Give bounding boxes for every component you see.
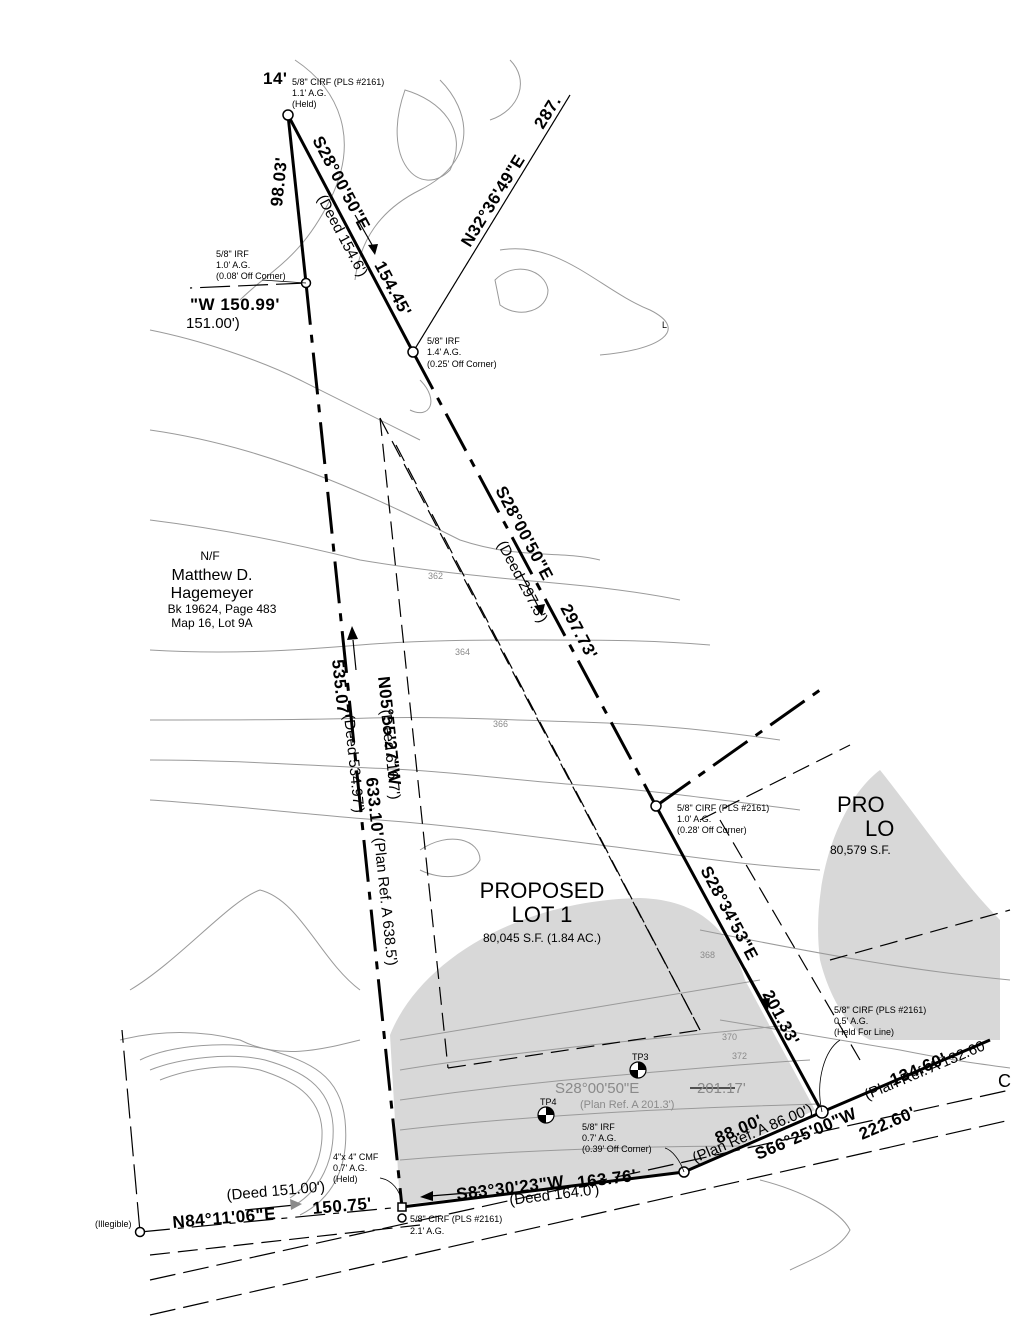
m7-line2: 0.7' A.G. xyxy=(333,1163,367,1173)
tp3-label: TP3 xyxy=(632,1052,649,1062)
abutter-nf: N/F xyxy=(200,549,219,563)
m5-line2: 0.5' A.G. xyxy=(834,1016,868,1026)
monument-icon xyxy=(407,346,419,358)
m5-line3: (Held For Line) xyxy=(834,1027,894,1037)
m8-line2: 2.1' A.G. xyxy=(410,1226,444,1236)
se3-plan: (Plan Ref. A 132.60 xyxy=(862,1038,988,1104)
contour-label-366: 366 xyxy=(493,719,508,729)
monument-labels: 5/8" CIRF (PLS #2161) 1.1' A.G. (Held) 5… xyxy=(95,77,926,1236)
c-mark: C xyxy=(998,1071,1011,1091)
lot2-title2: LO xyxy=(865,816,894,841)
nw-dist: 154.45' xyxy=(370,258,415,319)
m6-line3: (0.39' Off Corner) xyxy=(582,1144,652,1154)
m1-line2: 1.1' A.G. xyxy=(292,88,326,98)
monument-icon xyxy=(650,800,662,812)
contour-label-362: 362 xyxy=(428,571,443,581)
lot1-area: 80,045 S.F. (1.84 AC.) xyxy=(483,931,601,945)
test-pit-tp3: TP3 xyxy=(629,1052,649,1079)
illegible-label: (Illegible) xyxy=(95,1219,132,1229)
lot2-title: PRO LO 80,579 S.F. xyxy=(830,792,894,857)
m3-line3: (0.25' Off Corner) xyxy=(427,359,497,369)
sw-dist: 150.75' xyxy=(312,1194,373,1218)
abutter-name2: Hagemeyer xyxy=(171,585,254,602)
lot1-title1: PROPOSED xyxy=(480,878,605,903)
m2-line3: (0.08' Off Corner) xyxy=(216,271,286,281)
boundary-lines xyxy=(121,94,991,1233)
leader-lines xyxy=(261,279,841,1204)
contour-label-370: 370 xyxy=(722,1032,737,1042)
lot2-title1: PRO xyxy=(837,792,885,817)
sw-line-bearing: N84°11'06"E xyxy=(172,1204,277,1232)
m6-line2: 0.7' A.G. xyxy=(582,1133,616,1143)
interior-dist: 201.17' xyxy=(697,1080,746,1097)
lot2-area: 80,579 S.F. xyxy=(830,843,891,857)
m7-line3: (Held) xyxy=(333,1174,358,1184)
m4-line2: 1.0' A.G. xyxy=(677,814,711,824)
m4-line3: (0.28' Off Corner) xyxy=(677,825,747,835)
interior-bearing: S28°00'50"E xyxy=(555,1080,639,1097)
monument-icon xyxy=(397,1213,407,1223)
west-inner-deed: (Deed 534.97') xyxy=(340,714,367,814)
m2-line1: 5/8" IRF xyxy=(216,249,249,259)
abutter-name1: Matthew D. xyxy=(172,567,253,584)
contour-label-364: 364 xyxy=(455,647,470,657)
m6-line1: 5/8" IRF xyxy=(582,1122,615,1132)
west-dist: 98.03' xyxy=(267,156,291,207)
contour-lines xyxy=(119,59,1011,1271)
abutter-block: N/F Matthew D. Hagemeyer Bk 19624, Page … xyxy=(168,549,277,630)
abutter-book: Bk 19624, Page 483 xyxy=(168,602,277,616)
m5-line1: 5/8" CIRF (PLS #2161) xyxy=(834,1005,926,1015)
lot1-title: PROPOSED LOT 1 80,045 S.F. (1.84 AC.) xyxy=(480,878,605,945)
monument-icon xyxy=(134,1226,146,1238)
m4-line1: 5/8" CIRF (PLS #2161) xyxy=(677,803,769,813)
monument-icon xyxy=(397,1202,407,1212)
sw-deed: (Deed 151.00') xyxy=(226,1178,326,1204)
tp4-label: TP4 xyxy=(540,1097,557,1107)
lot2-shaded-area xyxy=(818,770,1000,1040)
m7-line1: 4"x 4" CMF xyxy=(333,1152,379,1162)
setback-lines xyxy=(149,417,1011,1316)
abutter-map: Map 16, Lot 9A xyxy=(171,616,252,630)
contour-label-372: 372 xyxy=(732,1051,747,1061)
m1-line1: 5/8" CIRF (PLS #2161) xyxy=(292,77,384,87)
l-mark: L xyxy=(662,320,667,330)
monument-icon xyxy=(282,109,294,121)
m3-line2: 1.4' A.G. xyxy=(427,347,461,357)
ne-line-bearing: N32°36'49"E xyxy=(457,151,529,250)
lot1-title2: LOT 1 xyxy=(512,902,573,927)
m3-line1: 5/8" IRF xyxy=(427,336,460,346)
north-w-deed: 151.00') xyxy=(186,315,240,332)
test-pit-tp4: TP4 xyxy=(537,1097,557,1124)
m1-line3: (Held) xyxy=(292,99,317,109)
m2-line2: 1.0' A.G. xyxy=(216,260,250,270)
top-left-dist: 14' xyxy=(263,69,287,88)
contour-label-368: 368 xyxy=(700,950,715,960)
lot1-shaded-area xyxy=(390,898,815,1205)
direction-arrows xyxy=(244,214,770,1211)
interior-plan: (Plan Ref. A 201.3') xyxy=(580,1099,674,1111)
m8-line1: 5/8" CIRF (PLS #2161) xyxy=(410,1214,502,1224)
west-inner-dist: 535.07' xyxy=(328,658,353,719)
se2-dist: 222.60' xyxy=(856,1103,918,1144)
north-w-dist: "W 150.99' xyxy=(190,295,280,314)
